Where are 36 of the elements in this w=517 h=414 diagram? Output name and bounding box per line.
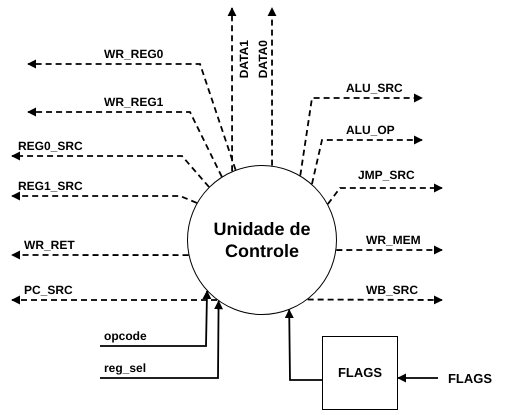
arrow (11, 152, 210, 188)
arrow (100, 290, 212, 347)
edge-label: WR_MEM (366, 233, 421, 247)
arrow (397, 374, 438, 382)
edge-label: WR_RET (24, 238, 75, 252)
arrow (327, 184, 443, 205)
arrow (311, 136, 423, 184)
arrow (11, 250, 189, 260)
arrow (308, 295, 443, 304)
edge-label: WB_SRC (366, 283, 418, 297)
register-name: FLAGS (336, 364, 384, 382)
unit-name: Unidade de Controle (212, 218, 312, 262)
edge-label: reg_sel (104, 361, 146, 375)
edge-label: ALU_OP (346, 123, 395, 137)
edge-label: REG0_SRC (18, 139, 83, 153)
edge-label: DATA1 (237, 40, 251, 78)
arrow (11, 192, 198, 204)
arrow (100, 300, 224, 379)
arrow (284, 309, 322, 381)
arrow (27, 60, 236, 170)
edge-label: ALU_SRC (346, 81, 403, 95)
arrow (228, 7, 236, 172)
arrow (336, 246, 443, 254)
edge-label: opcode (104, 329, 147, 343)
arrow (268, 7, 276, 166)
edge-label: REG1_SRC (18, 179, 83, 193)
edge-label: DATA0 (256, 40, 270, 78)
arrow (299, 94, 423, 176)
edge-label: JMP_SRC (358, 168, 415, 182)
edge-label: WR_REG0 (104, 47, 164, 61)
signal-label: FLAGS (440, 368, 500, 388)
edge-label: PC_SRC (24, 283, 73, 297)
flags-register-box (322, 336, 398, 410)
arrow (27, 108, 223, 178)
arrow (11, 296, 217, 304)
edge-label: WR_REG1 (104, 95, 164, 109)
